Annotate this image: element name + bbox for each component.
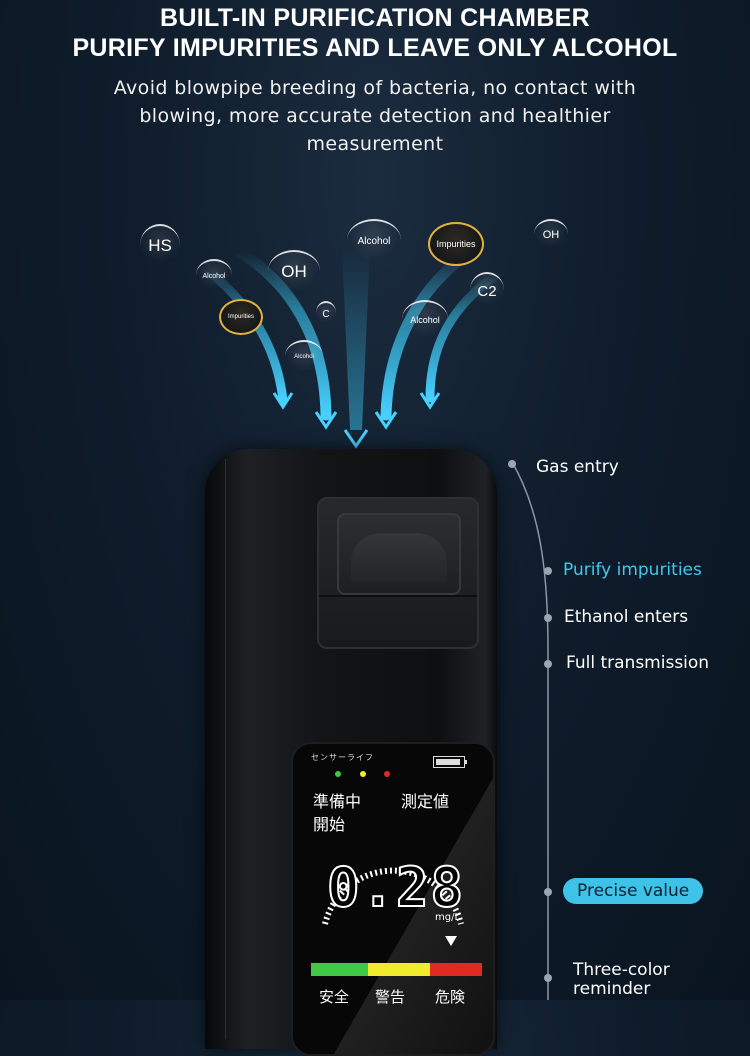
label-full-transmission: Full transmission bbox=[566, 653, 710, 673]
start-text: 開始 bbox=[313, 815, 346, 834]
device-edge-line bbox=[225, 459, 234, 1039]
molecule-alcohol-bottom: Alcohol bbox=[285, 340, 323, 372]
process-dot-three-color bbox=[544, 974, 552, 982]
level-bar-green bbox=[311, 963, 368, 976]
chamber-cap-dome bbox=[351, 533, 447, 583]
label-three-color-line-2: reminder bbox=[573, 979, 651, 999]
indicator-arrow-icon bbox=[445, 936, 457, 946]
label-three-color-line-1: Three-color bbox=[573, 960, 670, 980]
molecule-oh-small: OH bbox=[534, 219, 568, 249]
process-dot-transmission bbox=[544, 660, 552, 668]
molecule-alcohol-top: Alcohol bbox=[347, 219, 401, 261]
label-precise-value: Precise value bbox=[563, 878, 704, 904]
molecule-c2: C2 bbox=[470, 272, 504, 308]
reading-unit: mg/L bbox=[435, 912, 461, 923]
process-dot-purify bbox=[544, 567, 552, 575]
molecule-impurities-top: Impurities bbox=[428, 222, 484, 266]
arrow-center bbox=[343, 250, 369, 449]
label-gas-entry: Gas entry bbox=[536, 457, 619, 477]
label-three-color-reminder: Three-color reminder bbox=[573, 961, 670, 999]
gauge-arc bbox=[322, 867, 464, 925]
process-dot-ethanol bbox=[544, 614, 552, 622]
status-dot-red bbox=[384, 771, 390, 777]
process-dot-gas-entry bbox=[508, 460, 516, 468]
subtitle-line-3: measurement bbox=[306, 133, 444, 155]
sensor-life-label: センサーライフ bbox=[311, 753, 374, 762]
breathalyzer-device: センサーライフ 準備中 測定値 開始 0.28 mg/L 安全 警告 危険 bbox=[205, 449, 497, 1056]
molecule-alcohol-right: Alcohol bbox=[402, 300, 448, 338]
molecule-c: C bbox=[316, 301, 336, 325]
molecule-oh-large: OH bbox=[268, 250, 320, 292]
label-ethanol-enters: Ethanol enters bbox=[564, 607, 689, 627]
molecule-hs: HS bbox=[140, 224, 180, 266]
arrow-right-inner bbox=[374, 246, 476, 430]
process-dot-precise bbox=[544, 888, 552, 896]
heading-line-1: BUILT-IN PURIFICATION CHAMBER bbox=[160, 4, 590, 32]
subtitle-line-1: Avoid blowpipe breeding of bacteria, no … bbox=[113, 77, 637, 99]
reading-value: 0.28 bbox=[326, 855, 466, 920]
chamber-seam bbox=[319, 595, 477, 597]
status-dot-green bbox=[335, 771, 341, 777]
measure-text: 測定値 bbox=[401, 792, 450, 811]
label-purify-impurities: Purify impurities bbox=[563, 560, 702, 580]
molecule-alcohol-small: Alcohol bbox=[196, 259, 232, 291]
level-bar-red bbox=[430, 963, 482, 976]
ready-text: 準備中 bbox=[313, 792, 362, 811]
warning-text: 警告 bbox=[375, 988, 406, 1006]
status-dot-yellow bbox=[360, 771, 366, 777]
battery-icon bbox=[433, 756, 467, 768]
subtitle-line-2: blowing, more accurate detection and hea… bbox=[139, 105, 611, 127]
chamber-cap bbox=[337, 513, 461, 595]
level-bar-yellow bbox=[368, 963, 430, 976]
subtitle: Avoid blowpipe breeding of bacteria, no … bbox=[50, 74, 700, 158]
molecule-impurities-left: Impurities bbox=[219, 299, 263, 335]
purification-chamber[interactable] bbox=[317, 497, 479, 649]
display-screen: センサーライフ 準備中 測定値 開始 0.28 mg/L 安全 警告 危険 bbox=[291, 742, 495, 1056]
arrow-left-inner bbox=[234, 246, 338, 430]
heading-line-2: PURIFY IMPURITIES AND LEAVE ONLY ALCOHOL bbox=[72, 34, 678, 62]
danger-text: 危険 bbox=[435, 988, 466, 1006]
safe-text: 安全 bbox=[319, 988, 350, 1006]
process-line bbox=[511, 461, 549, 1000]
